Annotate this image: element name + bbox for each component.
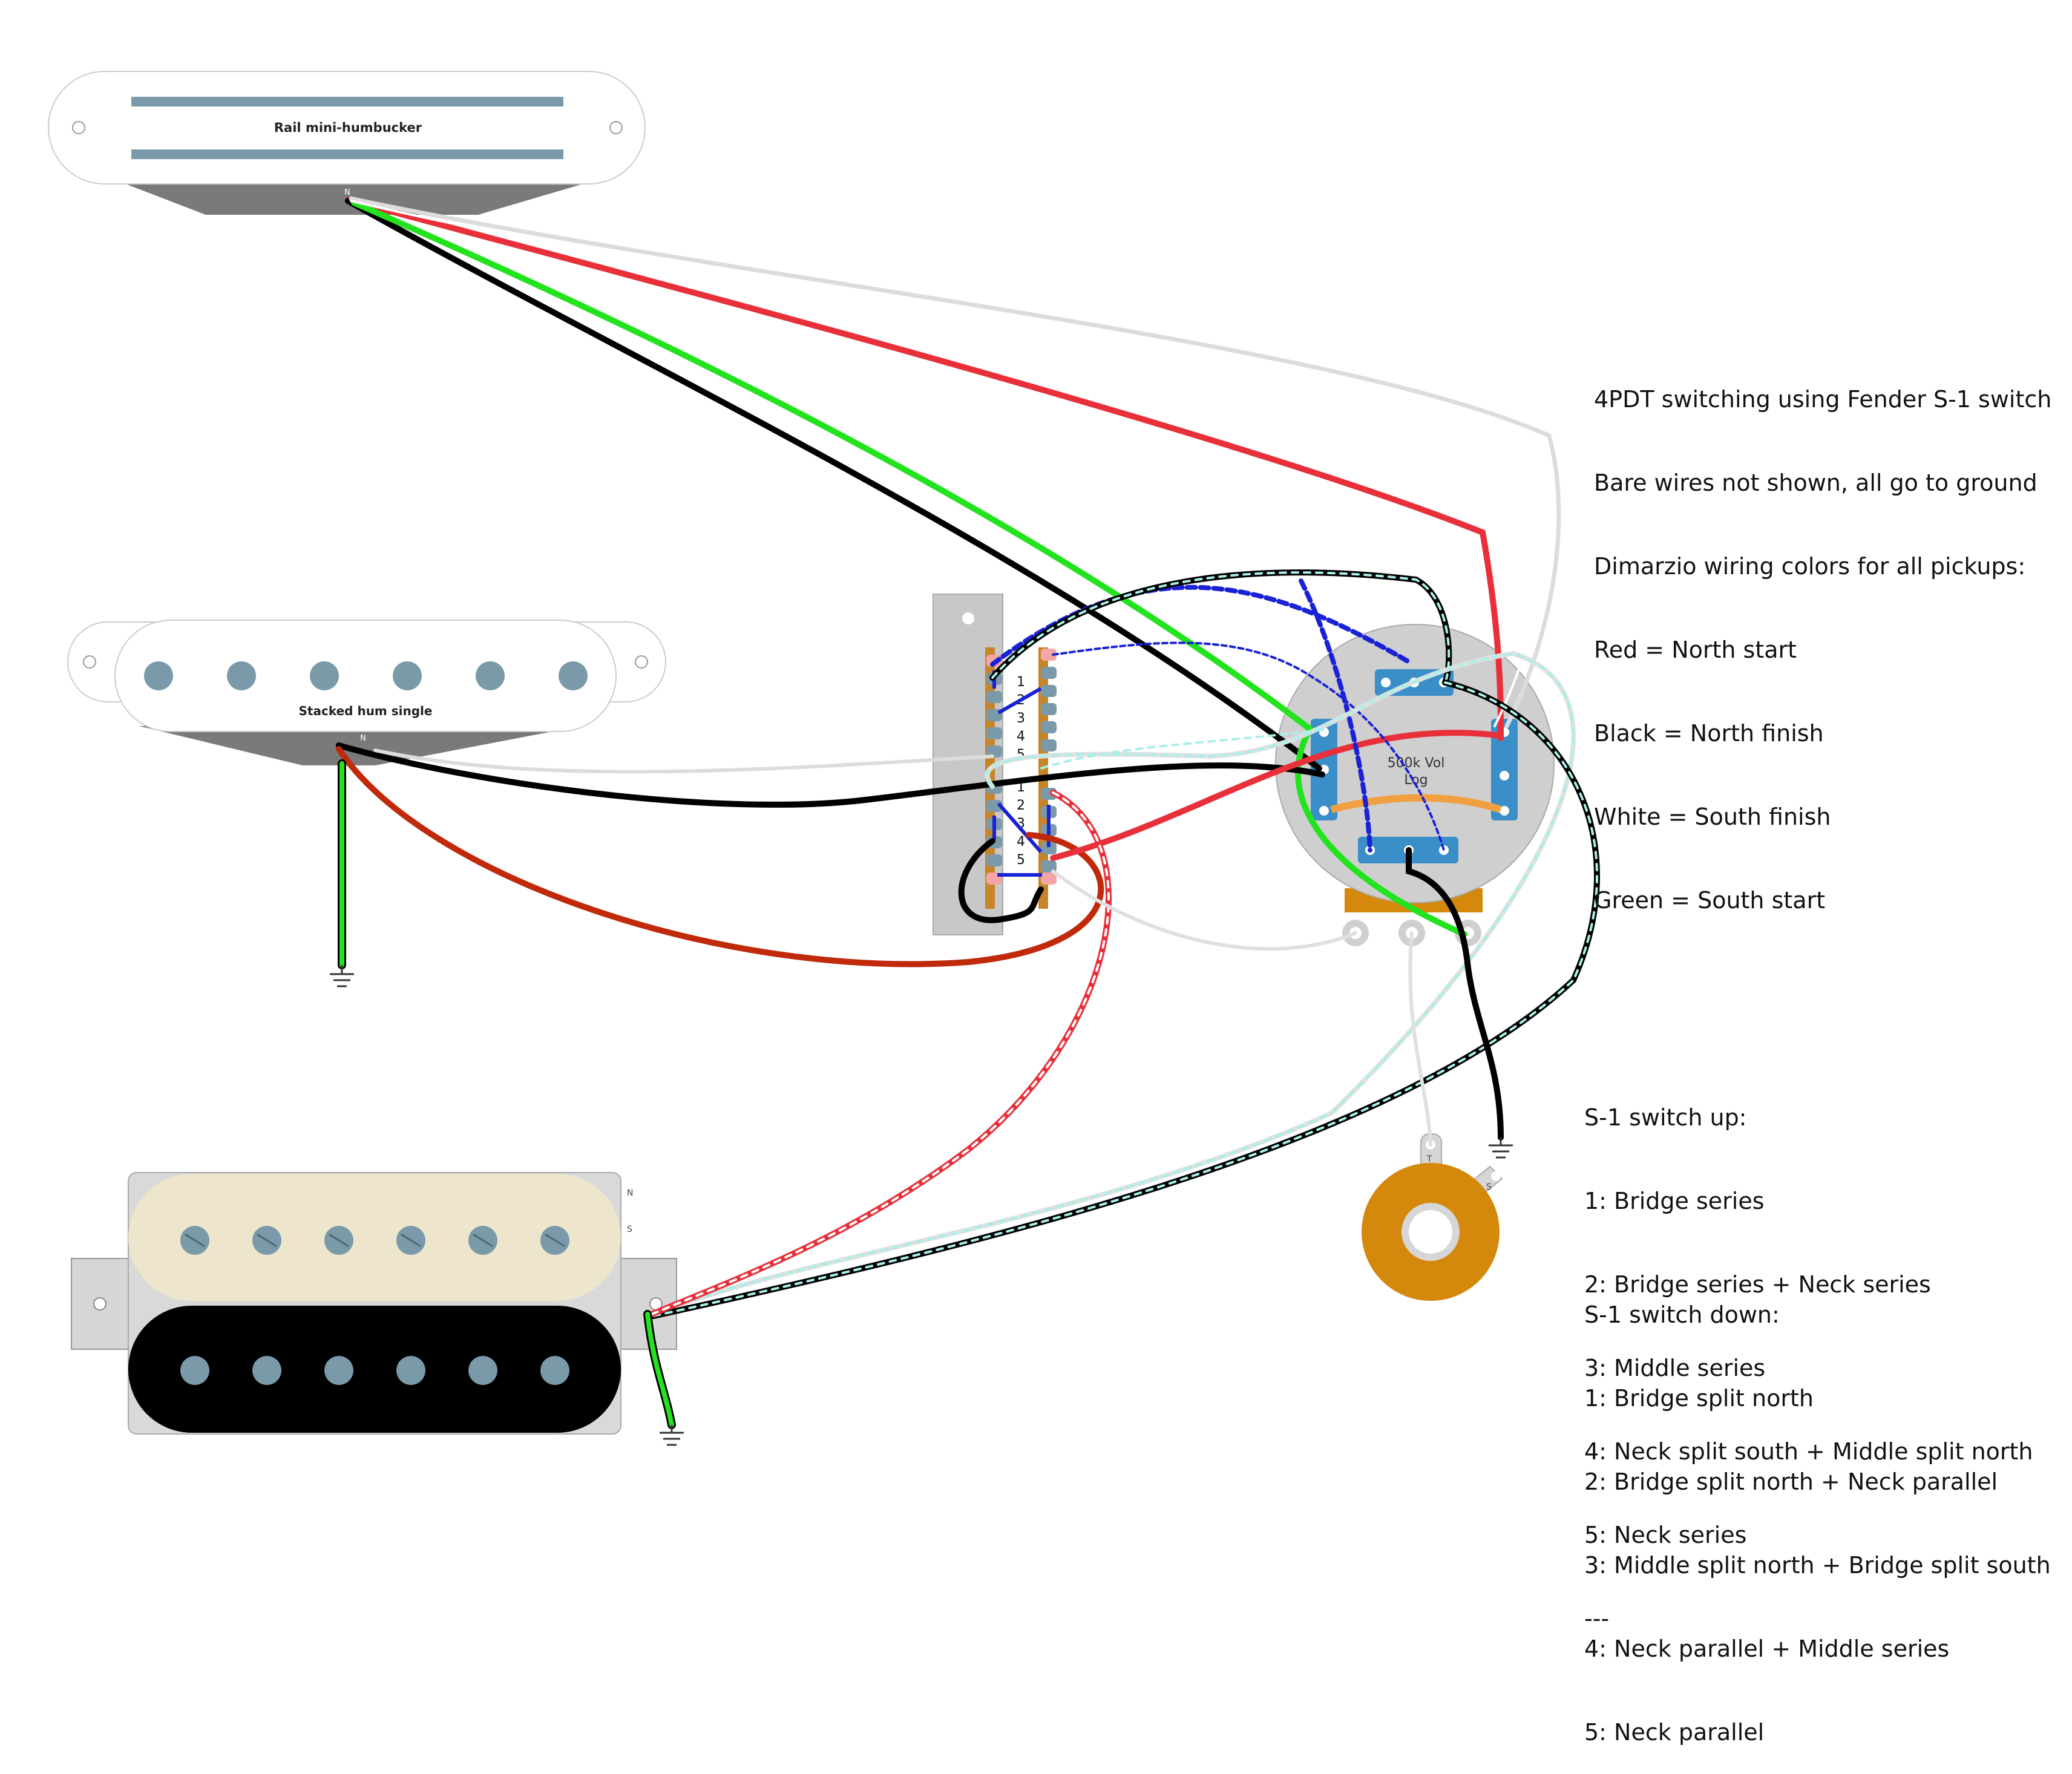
ground-icon-bridge xyxy=(660,1425,684,1446)
switch-up-line: 2: Bridge series + Neck series xyxy=(1584,1271,1931,1298)
middle-pickup: Stacked hum single N xyxy=(67,620,666,765)
switch-down-line: 2: Bridge split north + Neck parallel xyxy=(1584,1468,1998,1495)
switch-lower-num-4: 4 xyxy=(1017,834,1025,849)
neck-n-marker: N xyxy=(344,188,350,197)
wiring-notes: 4PDT switching using Fender S-1 switch B… xyxy=(1594,330,2051,942)
pot-orange-link xyxy=(1330,794,1502,813)
ground-symbols xyxy=(330,965,1513,1446)
bridge-s-marker: S xyxy=(627,1225,632,1234)
jack-tip-marker: T xyxy=(1426,1154,1432,1164)
pot-label-line1: 500k Vol xyxy=(1388,756,1445,771)
wire-bridge-black-dash-stripe xyxy=(652,681,1598,1317)
switch-upper-num-1: 1 xyxy=(1017,675,1025,690)
jack-sleeve-marker: S xyxy=(1486,1182,1492,1192)
switch-up-line: 4: Neck split south + Middle split north xyxy=(1584,1438,2033,1465)
wire-neck-white-1 xyxy=(349,196,1561,728)
output-jack: T S xyxy=(1362,1133,1503,1301)
switch-up-line: 1: Bridge series xyxy=(1584,1188,1765,1214)
neck-mount-hole-right xyxy=(609,121,623,134)
middle-pole-1 xyxy=(144,661,173,690)
wire-pot-ground-black xyxy=(1406,847,1504,1141)
note-line: Dimarzio wiring colors for all pickups: xyxy=(1594,553,2026,580)
wire-neck-green xyxy=(351,200,1467,937)
wire-neck-red xyxy=(345,197,1504,741)
wire-bridge-ground xyxy=(645,1312,674,1427)
neck-rail-top xyxy=(131,97,563,106)
middle-pole-3 xyxy=(310,661,339,690)
wire-black-dash-stripe xyxy=(991,571,1451,684)
switch-upper-num-3: 3 xyxy=(1017,711,1025,726)
bridge-screws xyxy=(180,1226,569,1255)
wire-middle-black xyxy=(336,742,1325,808)
note-line: Black = North finish xyxy=(1594,720,1824,747)
switch-down-line: 1: Bridge split north xyxy=(1584,1385,1814,1412)
note-line: White = South finish xyxy=(1594,804,1831,830)
note-line: Bare wires not shown, all go to ground xyxy=(1594,470,2038,496)
neck-pickup: Rail mini-humbucker N xyxy=(48,71,646,215)
wires xyxy=(336,196,1600,1429)
wire-neck-white-2 xyxy=(350,200,1548,727)
switch-up-line: S-1 switch up: xyxy=(1584,1104,1747,1131)
neck-rail-bottom xyxy=(131,149,563,159)
note-line: Green = South start xyxy=(1594,887,1826,914)
pot-lug-right xyxy=(1491,719,1518,820)
wire-white-dash-stripe xyxy=(658,652,1575,1314)
switch-down-line: 3: Middle split north + Bridge split sou… xyxy=(1584,1552,2051,1579)
bridge-coil-cream xyxy=(128,1174,621,1301)
note-line: Red = North start xyxy=(1594,637,1797,663)
switch-mount-hole xyxy=(962,612,974,624)
middle-mount-hole-right xyxy=(635,655,648,669)
wire-pot-to-jack-white xyxy=(1408,931,1432,1147)
wire-blue-dash-2 xyxy=(1299,578,1372,853)
wire-blue-thin-dash xyxy=(1052,641,1445,851)
middle-pickup-cover xyxy=(114,620,617,732)
middle-pole-2 xyxy=(227,661,256,690)
wire-switch-red xyxy=(1050,730,1504,861)
wire-switch-black-loop xyxy=(958,838,1044,923)
wire-bridge-red-dash-stripe xyxy=(646,791,1110,1317)
switch-lower-num-5: 5 xyxy=(1017,853,1025,868)
wire-middle-white xyxy=(373,748,994,774)
bridge-mount-hole-left xyxy=(93,1297,107,1311)
bridge-slugs xyxy=(180,1356,569,1385)
switch-lower-num-2: 2 xyxy=(1017,798,1025,813)
wire-switch-to-pot-white xyxy=(1051,869,1357,951)
bridge-pickup: N S xyxy=(71,1172,677,1435)
switch-down-line: 4: Neck parallel + Middle series xyxy=(1584,1635,1950,1662)
switch-up-line: 3: Middle series xyxy=(1584,1355,1766,1381)
middle-pole-6 xyxy=(559,661,588,690)
middle-mount-hole-left xyxy=(83,655,96,669)
switch-down-line: 5: Neck parallel xyxy=(1584,1719,1765,1746)
jack-hole xyxy=(1409,1210,1452,1254)
wire-middle-darkred xyxy=(336,746,1104,967)
note-line: 4PDT switching using Fender S-1 switch xyxy=(1594,386,2052,413)
bridge-n-marker: N xyxy=(627,1188,633,1198)
ground-icon-middle xyxy=(330,965,354,987)
jack-sleeve-hole xyxy=(1491,1171,1501,1181)
ground-icon-pot xyxy=(1489,1137,1513,1159)
middle-pickup-baseplate xyxy=(139,726,581,765)
middle-pole-4 xyxy=(393,661,422,690)
middle-n-marker: N xyxy=(360,734,366,743)
wiring-diagram: Rail mini-humbucker N Stacked hum single… xyxy=(48,71,1600,1446)
switch-down-positions: S-1 switch down: 1: Bridge split north 2… xyxy=(1584,1245,2051,1774)
middle-pickup-label: Stacked hum single xyxy=(299,704,433,718)
neck-mount-hole-left xyxy=(72,121,85,134)
bridge-coil-black xyxy=(128,1306,621,1433)
switch-down-line: S-1 switch down: xyxy=(1584,1301,1780,1328)
neck-pickup-label: Rail mini-humbucker xyxy=(274,120,422,135)
middle-pole-5 xyxy=(476,661,505,690)
switch-upper-num-4: 4 xyxy=(1017,729,1025,744)
wire-neck-black xyxy=(345,198,1322,771)
